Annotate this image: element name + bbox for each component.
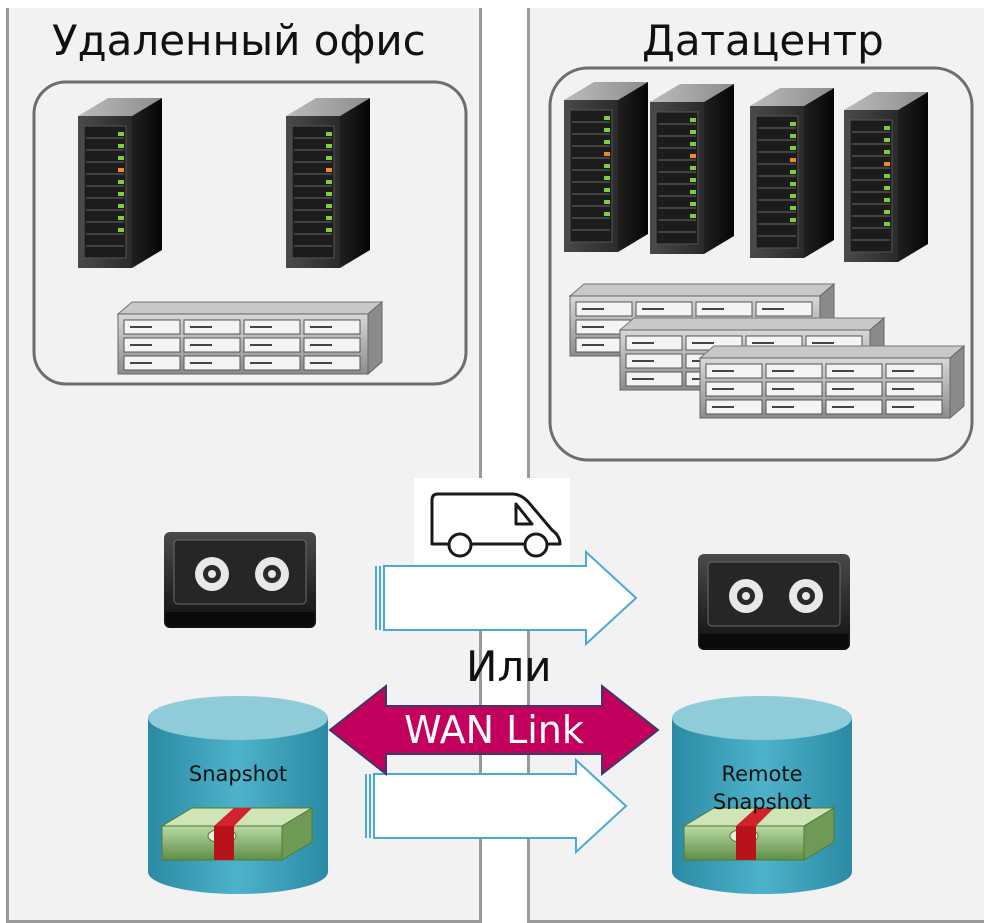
delivery-van-icon	[430, 492, 562, 558]
wan-link-arrow	[328, 683, 660, 777]
datacenter-title: Датацентр	[642, 16, 884, 65]
storage-array-icon	[117, 301, 383, 375]
server-tower-icon	[77, 97, 163, 269]
server-tower-icon	[749, 87, 835, 259]
replication-arrow	[365, 759, 627, 853]
server-tower-icon	[843, 91, 929, 263]
storage-array-icon	[699, 345, 965, 419]
or-label: Или	[466, 642, 552, 691]
wan-link-label: WAN Link	[404, 708, 584, 752]
tape-cartridge-icon	[163, 531, 317, 629]
snapshot-database-icon	[148, 696, 328, 894]
server-tower-icon	[563, 81, 649, 253]
money-stack-icon	[683, 807, 835, 861]
server-tower-icon	[649, 83, 735, 255]
server-tower-icon	[285, 97, 371, 269]
datacenter-rack-frame	[548, 66, 974, 462]
snapshot-label: Snapshot	[188, 762, 288, 786]
money-stack-icon	[161, 807, 313, 861]
tape-transfer-arrow	[375, 551, 637, 645]
tape-cartridge-icon	[697, 553, 851, 651]
remote-office-title: Удаленный офис	[52, 16, 426, 65]
remote-snapshot-label-line2: Snapshot	[712, 790, 812, 814]
remote-snapshot-label-line1: Remote	[721, 762, 803, 786]
remote-office-rack-frame	[32, 80, 468, 386]
